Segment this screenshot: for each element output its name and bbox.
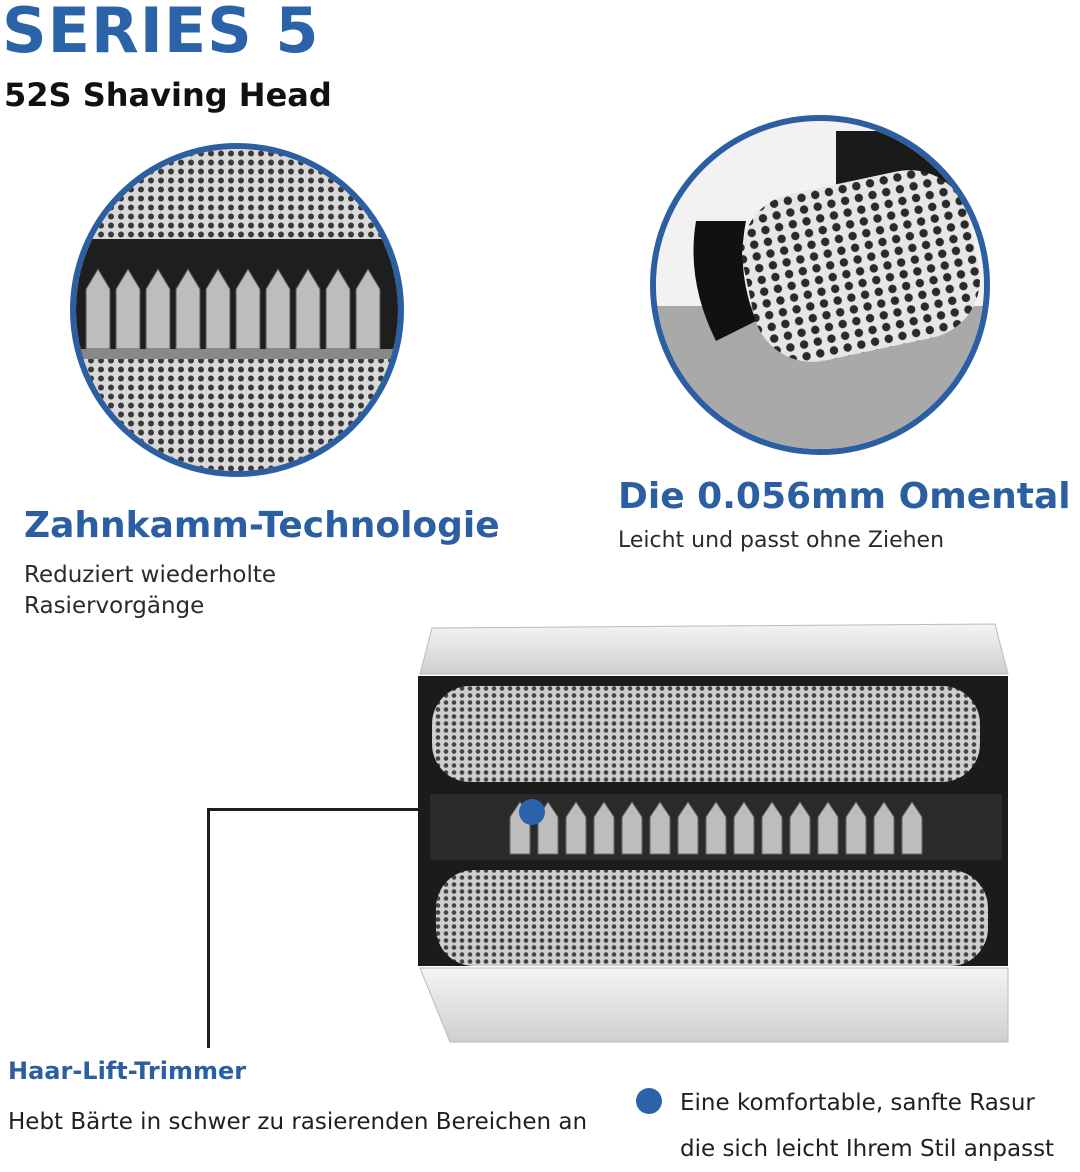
- product-subtitle: 52S Shaving Head: [4, 76, 332, 114]
- shaving-head-image: [410, 622, 1010, 1046]
- zahnkamm-title: Zahnkamm-Technologie: [24, 505, 500, 546]
- foil-closeup-image: [650, 115, 990, 455]
- comfort-line-1: Eine komfortable, sanfte Rasur: [680, 1090, 1035, 1116]
- omental-title: Die 0.056mm Omental: [618, 476, 1071, 517]
- callout-marker-dot: [519, 799, 545, 825]
- comfort-text: Eine komfortable, sanfte Rasur die sich …: [680, 1080, 1054, 1172]
- bullet-dot-icon: [636, 1088, 662, 1114]
- trimmer-title: Haar-Lift-Trimmer: [8, 1057, 247, 1085]
- omental-description: Leicht und passt ohne Ziehen: [618, 528, 945, 553]
- series-title: SERIES 5: [2, 0, 320, 67]
- callout-line-vertical: [207, 808, 210, 1048]
- cutter-closeup-image: [70, 143, 404, 477]
- callout-line-horizontal: [207, 808, 419, 811]
- trimmer-description: Hebt Bärte in schwer zu rasierenden Bere…: [8, 1109, 588, 1135]
- zahnkamm-description: Reduziert wiederholte Rasiervorgänge: [24, 562, 277, 619]
- comfort-line-2: die sich leicht Ihrem Stil anpasst: [680, 1136, 1055, 1162]
